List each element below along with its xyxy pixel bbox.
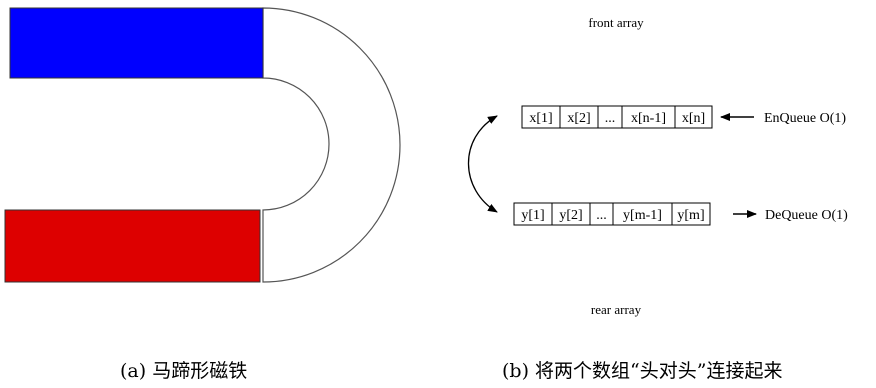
head-to-head-connector (467, 115, 498, 213)
array-cell-label: x[n-1] (631, 111, 666, 126)
magnet-south-pole (4, 209, 261, 283)
array-cell (674, 105, 713, 129)
horseshoe-magnet (4, 7, 401, 283)
array-cell-label: ... (596, 208, 607, 223)
magnet-curve (262, 7, 401, 283)
array-cell-label: y[m-1] (623, 208, 662, 223)
dequeue-label: DeQueue O(1) (765, 208, 848, 223)
front-array: x[1] x[2]... x[n-1] x[n] (521, 105, 713, 129)
array-cell-label: y[m] (677, 208, 704, 223)
array-cell-label: y[1] (521, 208, 544, 223)
magnet-caption: (a) 马蹄形磁铁 (120, 360, 248, 382)
front-array-label: front array (588, 15, 644, 30)
rear-array: y[1] y[2]... y[m-1] y[m] (513, 202, 711, 226)
rear-array-label: rear array (591, 302, 642, 317)
array-cell-label: x[1] (529, 111, 552, 126)
enqueue-label: EnQueue O(1) (764, 111, 846, 126)
array-cell-label: x[2] (567, 111, 590, 126)
array-cell-label: ... (605, 111, 616, 126)
queue-caption: (b) 将两个数组“头对头”连接起来 (502, 360, 783, 382)
array-cell-label: y[2] (559, 208, 582, 223)
array-cell (671, 202, 711, 226)
magnet-north-pole (9, 7, 264, 79)
array-cell-label: x[n] (682, 111, 705, 126)
